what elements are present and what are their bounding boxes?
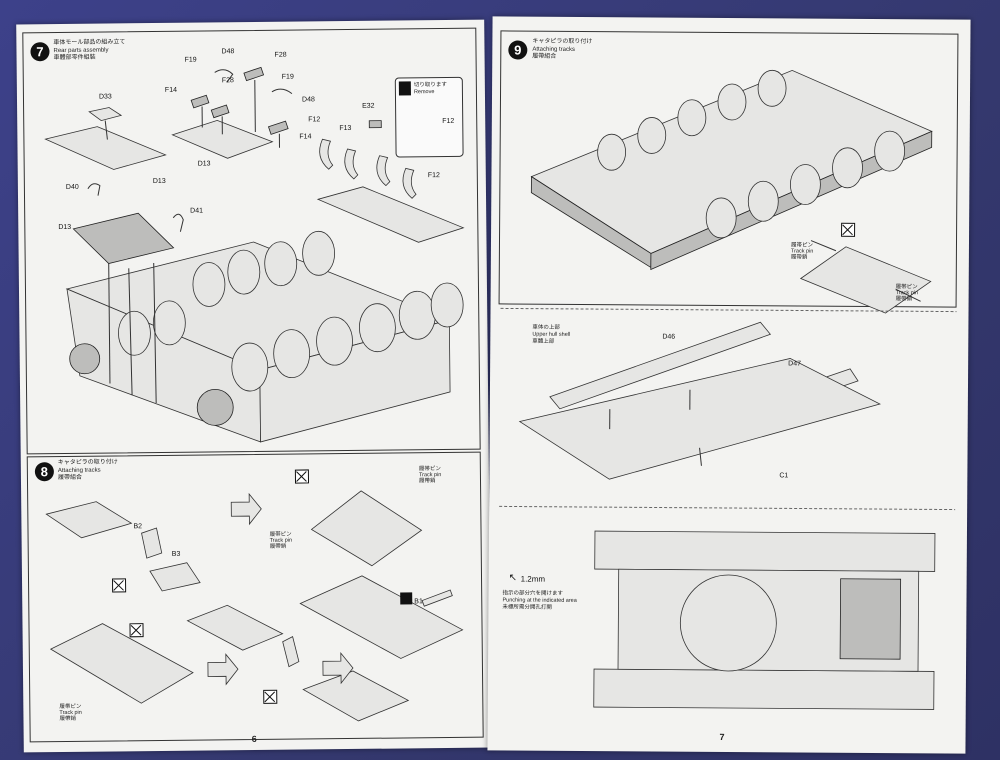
trackpin-c-cn: 履帶銷 — [59, 715, 77, 723]
do-not-glue-icon-4 — [263, 689, 278, 704]
hull-label-jp: 車体の上部 — [532, 324, 560, 331]
drill-note-cn: 未標所需分開孔打開 — [502, 604, 552, 611]
step9-trackpin-b-cn: 履帶銷 — [895, 296, 913, 303]
do-not-glue-icon-2 — [112, 578, 127, 593]
drill-arrow-icon: ↖ — [508, 572, 518, 584]
part-B3: B3 — [171, 550, 181, 558]
trackpin-b-cn: 履帶銷 — [269, 543, 287, 550]
track-wheels — [597, 69, 906, 239]
road-wheels — [69, 230, 464, 426]
manual-page-left: 7 車体モール部品の組み立て Rear parts assembly 車體部零件… — [16, 19, 492, 753]
do-not-glue-icon — [294, 469, 310, 484]
part-B2: B2 — [133, 523, 143, 531]
do-not-glue-icon-right — [841, 222, 856, 237]
part-B1: B1 — [414, 598, 423, 606]
part-C1: C1 — [779, 472, 789, 480]
step7-drawing — [44, 66, 465, 443]
trackpin-a-cn: 履帶銷 — [418, 478, 436, 485]
step8-drawing — [45, 490, 464, 722]
step9-trackpin-a-cn: 履帶銷 — [790, 254, 808, 261]
manual-page-right: 9 キャタピラの取り付け Attaching tracks 履帶組合 — [487, 16, 971, 754]
drill-note-jp: 指示の部分穴を開けます — [502, 590, 564, 597]
drill-note-en: Punching at the indicated area — [502, 597, 577, 604]
glue-icon — [400, 592, 413, 605]
drill-size: 1.2mm — [520, 574, 546, 584]
part-D47: D47 — [788, 360, 802, 368]
hull-label-cn: 車體上部 — [532, 338, 555, 345]
step9-drawing — [499, 69, 957, 710]
hull-label-en: Upper hull shell — [532, 331, 571, 338]
page-number-right: 7 — [719, 731, 725, 742]
page-number-left: 6 — [251, 733, 257, 745]
do-not-glue-icon-3 — [129, 623, 144, 638]
part-D46: D46 — [662, 333, 676, 341]
